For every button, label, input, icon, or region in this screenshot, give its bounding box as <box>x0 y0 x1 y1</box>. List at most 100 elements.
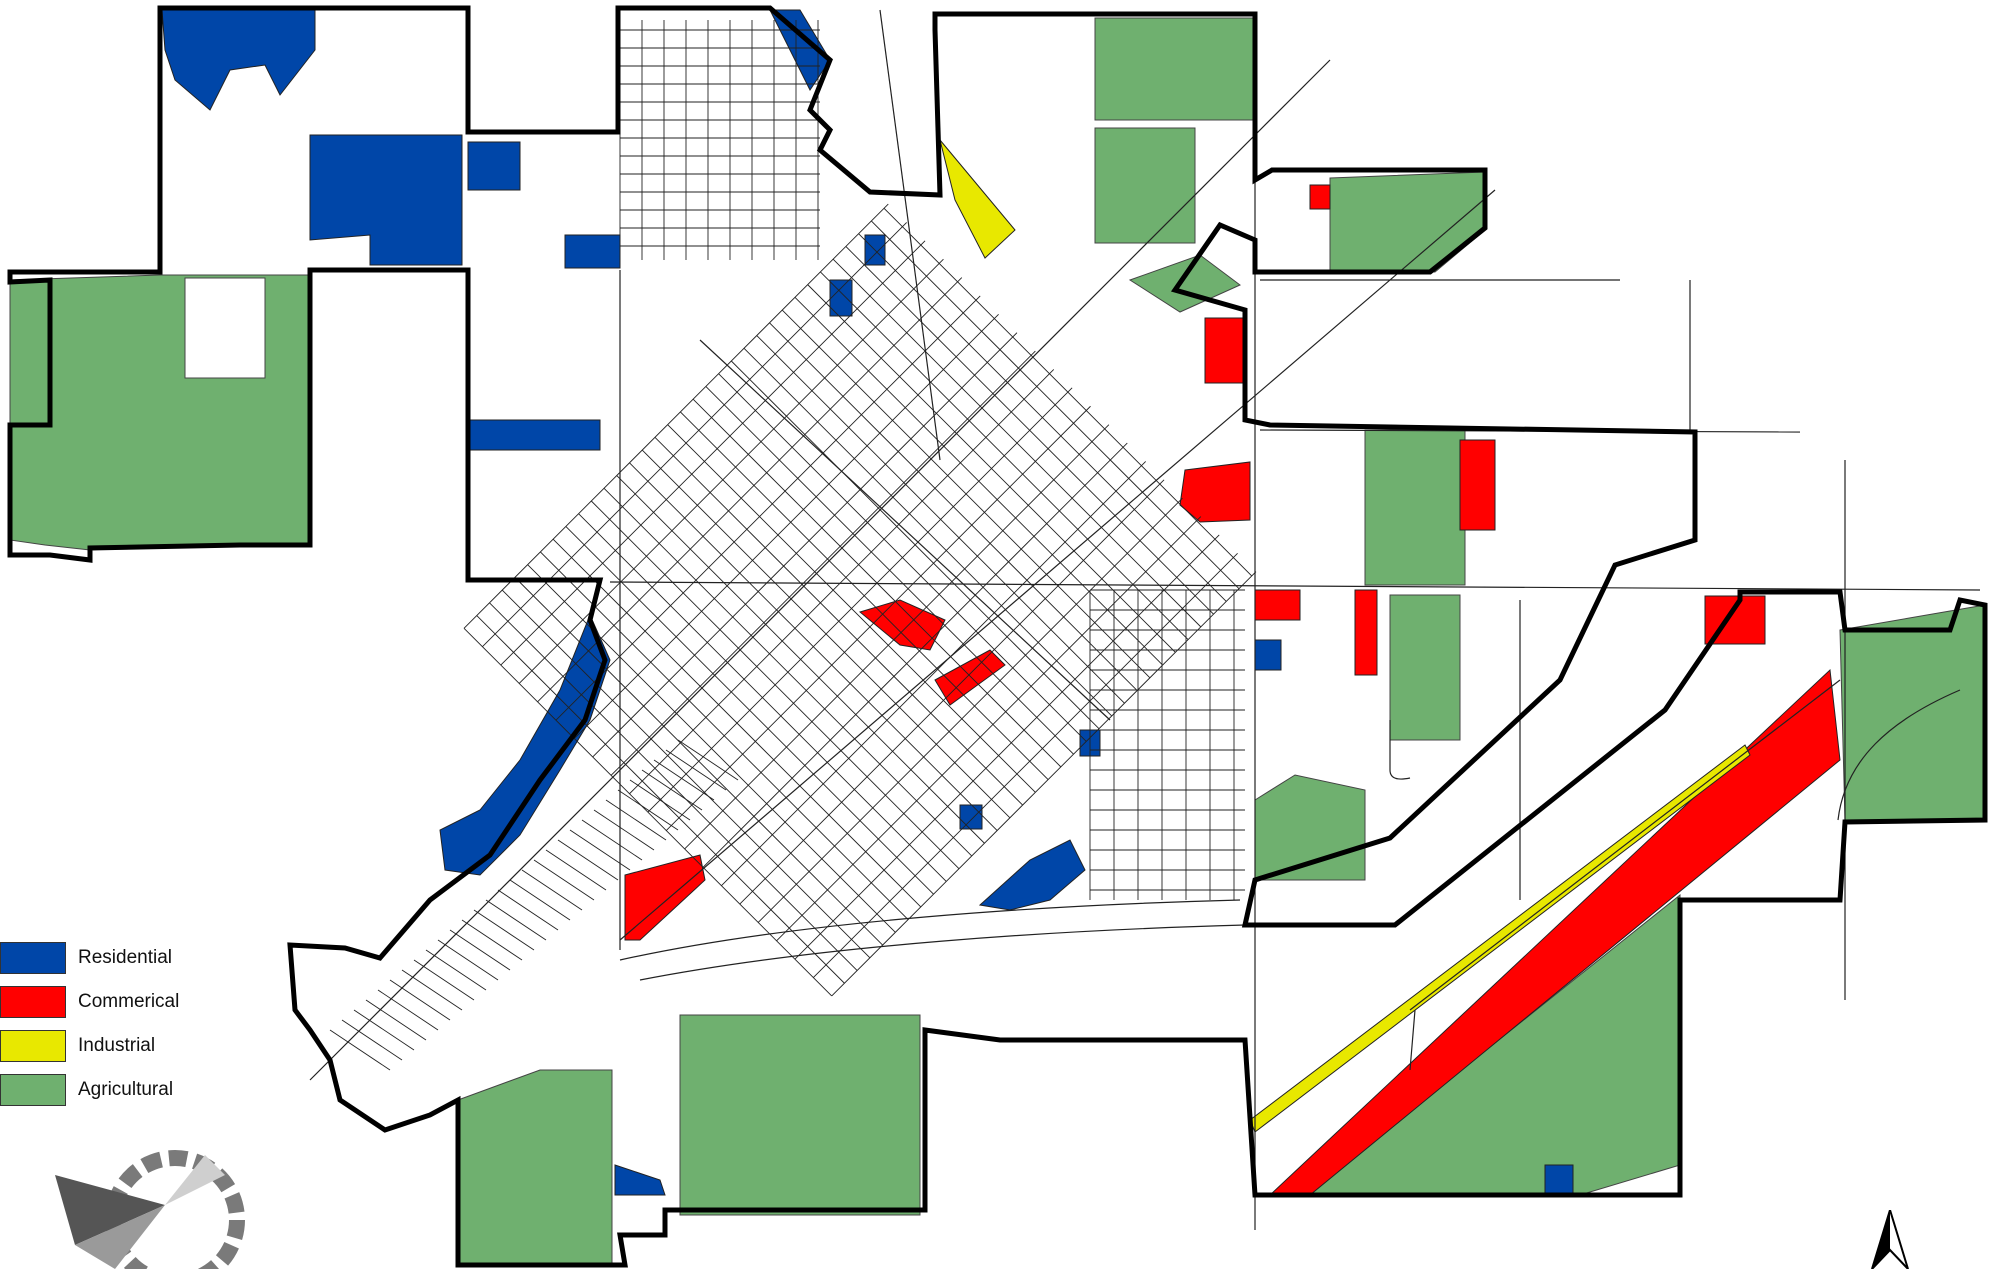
parcel-line <box>592 332 1018 758</box>
res-zone-north-block <box>309 134 463 266</box>
legend-label-agricultural: Agricultural <box>78 1079 174 1100</box>
parcel-line <box>870 220 1240 590</box>
agri-zone-far-east <box>1839 604 1986 821</box>
parcel-line <box>552 538 922 908</box>
parcel-line <box>721 461 1146 886</box>
parcel-line <box>521 869 583 911</box>
ind-zone-north <box>939 139 1016 259</box>
agricultural-zones <box>9 17 1986 1266</box>
parcel-line <box>617 789 679 831</box>
com-zone-central <box>858 599 946 651</box>
parcel-line <box>425 949 487 991</box>
parcel-line <box>794 534 1220 960</box>
legend-item-agricultural: Agricultural <box>0 1068 260 1112</box>
parcel-line <box>437 939 499 981</box>
legend-label-commercial: Commerical <box>78 991 180 1012</box>
parcel-line <box>769 322 1138 691</box>
parcel-line <box>565 526 934 895</box>
ind-zone-rail-strip <box>1249 744 1751 1133</box>
parcel-line <box>730 360 1100 730</box>
com-zone-east-2 <box>1179 461 1251 523</box>
parcel-line <box>684 424 1110 850</box>
cul-de-sac-road <box>1389 720 1411 780</box>
legend-item-industrial: Industrial <box>0 1024 260 1068</box>
com-zone-east-1 <box>1204 317 1246 384</box>
parcel-line <box>718 373 1087 742</box>
parcel-line <box>545 849 607 891</box>
agri-zone-northeast <box>1329 171 1486 273</box>
parcel-line <box>593 809 655 851</box>
parcel-line <box>557 839 619 881</box>
parcel-line <box>756 335 1125 704</box>
main-diagonal-road <box>309 59 1331 1081</box>
parcel-line <box>489 602 858 971</box>
parcel-line <box>574 314 999 739</box>
parcel-line <box>365 999 427 1041</box>
legend-swatch-industrial <box>0 1030 66 1062</box>
com-zone-east-5 <box>1354 589 1378 676</box>
parcel-line <box>757 497 1183 923</box>
parcel-line <box>794 297 1163 666</box>
parcel-line <box>485 899 547 941</box>
parcel-line <box>509 879 571 921</box>
res-zone-mid-3 <box>959 804 983 830</box>
residential-zones <box>161 9 1574 1198</box>
parcel-line <box>401 969 463 1011</box>
parcel-line <box>514 577 883 946</box>
res-zone-west-strip <box>469 419 601 451</box>
road-network <box>309 9 1981 1230</box>
parcel-line <box>389 979 451 1021</box>
town-parcel-grid <box>329 20 1257 1071</box>
parcel-line <box>605 799 667 841</box>
industrial-zones <box>939 139 1751 1133</box>
parcel-line <box>341 1019 403 1061</box>
agri-zone-west <box>9 274 311 551</box>
legend-label-industrial: Industrial <box>78 1035 156 1056</box>
parcel-line <box>680 411 1049 780</box>
parcel-line <box>578 513 947 882</box>
parcel-line <box>533 859 595 901</box>
parcel-line <box>501 589 871 959</box>
gear-logo-icon <box>55 1150 245 1269</box>
parcel-line <box>739 479 1165 905</box>
res-zone-south-west <box>614 1164 666 1196</box>
parcel-line <box>883 207 1253 577</box>
legend-swatch-residential <box>0 942 66 974</box>
res-zone-mid-1 <box>829 279 853 317</box>
parcel-line <box>413 959 475 1001</box>
parcel-line <box>555 295 981 721</box>
parcel-line <box>377 989 439 1031</box>
res-zone-north-block-2 <box>467 141 521 191</box>
parcel-line <box>537 277 963 703</box>
agri-zone-southwest <box>457 1069 613 1266</box>
parcel-line <box>482 222 907 647</box>
agri-zone-north-2 <box>1094 127 1196 244</box>
parcel-line <box>641 449 1011 819</box>
agri-zone-east-2 <box>1389 594 1461 741</box>
com-zone-east-3 <box>1459 439 1496 531</box>
res-zone-south-parcel <box>1544 1164 1574 1198</box>
parcel-line <box>776 516 1202 942</box>
parcel-line <box>497 889 559 931</box>
res-zone-north-block-3 <box>564 234 621 269</box>
parcel-line <box>329 1029 391 1071</box>
rail-edge-road <box>1409 679 1841 1011</box>
legend-swatch-commercial <box>0 986 66 1018</box>
parcel-line <box>463 627 833 997</box>
east-west-road-1 <box>609 581 1981 591</box>
parcel-line <box>654 437 1023 806</box>
parcel-line <box>569 829 631 871</box>
parcel-line <box>831 571 1257 997</box>
south-curved-road-2 <box>639 924 1246 981</box>
parcel-line <box>665 405 1091 831</box>
north-south-road-5 <box>879 9 941 461</box>
parcel-line <box>677 739 739 781</box>
com-zone-east-4 <box>1254 589 1301 621</box>
north-arrow-icon <box>1871 1210 1909 1269</box>
rail-edge-road-2 <box>1409 1009 1416 1071</box>
res-zone-north-west <box>161 9 316 111</box>
parcel-line <box>500 240 926 666</box>
